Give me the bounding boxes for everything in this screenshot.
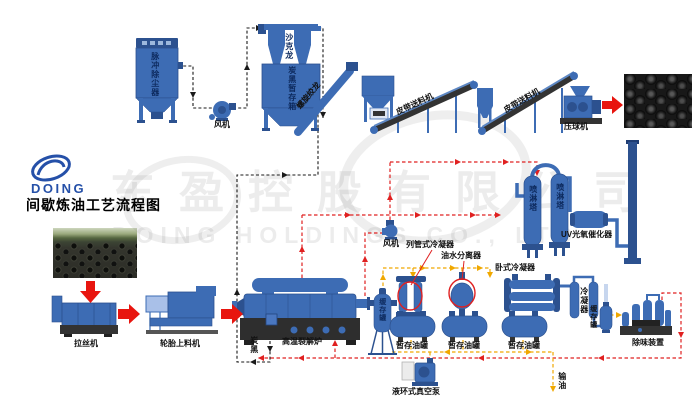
tire-texture — [53, 242, 137, 278]
label-oil-tank-2: 暂存油罐 — [448, 341, 480, 350]
watermark-company-cn: 东盈控股有限公司 — [110, 167, 663, 218]
oil-tank-1 — [389, 311, 436, 342]
label-carbon-black-storage-box: 炭黑暂存箱 — [287, 66, 297, 111]
buffer-tank-furnace — [367, 288, 397, 355]
label-tube-condenser: 列管式冷凝器 — [406, 240, 454, 249]
tire-feeder-machine — [145, 286, 218, 334]
label-condenser: 冷凝器 — [579, 287, 589, 314]
label-horizontal-condenser: 卧式冷凝器 — [495, 263, 535, 272]
watermark-company-en: DOING HOLDINGS CO., LTD — [112, 222, 580, 248]
label-oil-water-separator: 油水分离器 — [441, 251, 481, 260]
carbon-black-storage-box — [261, 63, 321, 131]
label-buffer-tank-furnace: 缓存罐 — [378, 298, 386, 322]
label-deodorizer: 除味装置 — [632, 338, 664, 347]
label-cyclone: 沙克龙 — [284, 33, 294, 60]
intermediate-hopper — [361, 75, 395, 122]
label-oil-tank-3: 暂存油罐 — [508, 341, 540, 350]
vertical-condenser — [569, 281, 599, 319]
spray-tower-1 — [522, 175, 543, 258]
label-oil-tank-1: 暂存油罐 — [396, 341, 428, 350]
vacuum-pump — [401, 358, 438, 386]
doing-logo-text: DOING — [31, 181, 87, 196]
oil-tank-2 — [441, 311, 488, 342]
oil-tank-3 — [501, 311, 548, 342]
label-spray-tower-2: 喷淋塔 — [555, 183, 565, 210]
small-hopper-2 — [477, 88, 493, 128]
wire-drawing-machine — [51, 295, 118, 337]
callout-lines — [410, 249, 465, 286]
chimney — [624, 140, 641, 264]
label-tire-feeder: 轮胎上料机 — [160, 339, 200, 348]
label-spray-tower-1: 喷淋塔 — [528, 185, 538, 212]
arrow-feeder-to-furnace — [221, 304, 243, 324]
fan-top — [209, 101, 236, 121]
pulse-dust-collector — [135, 38, 183, 123]
uv-catalyzer-vessel — [570, 211, 608, 228]
arrow-press-to-pellets — [602, 96, 623, 114]
fan-mid — [382, 220, 398, 240]
belt-feeder-2 — [478, 71, 578, 135]
label-wire-drawing-machine: 拉丝机 — [74, 339, 98, 348]
horizontal-condenser-unit — [504, 274, 560, 312]
label-pulse-dust-collector: 脉冲除尘器 — [150, 52, 160, 97]
label-oil-output: 输油 — [557, 372, 567, 390]
pyrolysis-furnace — [232, 278, 370, 345]
gas-line-arrowheads — [258, 159, 684, 361]
watermark-swirl-icons — [122, 110, 531, 246]
label-carbon-black: 炭黑 — [249, 336, 259, 354]
doing-logo-icon — [31, 154, 71, 182]
label-uv-catalyzer: UV光氧催化器 — [561, 230, 613, 239]
arrow-tires-to-wiredrawer — [80, 281, 101, 303]
waste-tires-photo — [53, 228, 137, 278]
label-ball-press: 压球机 — [564, 122, 588, 131]
pellet-texture — [624, 74, 692, 128]
label-fan-top: 风机 — [214, 120, 230, 129]
screw-auger — [294, 62, 358, 136]
buffer-tank-right — [599, 284, 613, 333]
carbon-black-pellets-photo — [624, 74, 692, 128]
oil-line-arrowheads — [380, 265, 622, 392]
big-red-arrows — [80, 96, 623, 324]
label-pyrolysis-furnace: 高温裂解炉 — [282, 337, 322, 346]
label-fan-mid: 风机 — [383, 239, 399, 248]
spray-tower-2 — [549, 173, 570, 256]
belt-feeder-1 — [370, 80, 478, 134]
arrow-wiredrawer-to-feeder — [118, 304, 140, 324]
ball-press-machine — [560, 86, 602, 124]
deodorizer-unit — [620, 294, 672, 335]
diagram-title: 间歇炼油工艺流程图 — [26, 197, 161, 213]
label-buffer-tank-right: 缓存罐 — [589, 305, 597, 329]
label-vacuum-pump: 液环式真空泵 — [392, 387, 440, 396]
